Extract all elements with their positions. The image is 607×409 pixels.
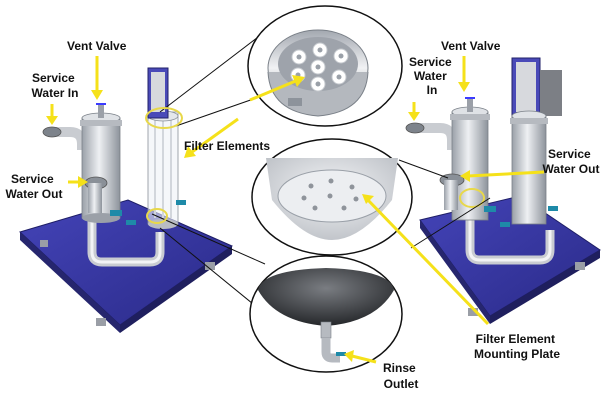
- left-inlet-flange: [42, 126, 62, 138]
- label-rinse-outlet: Rinse Outlet: [383, 361, 419, 391]
- left-filter-housing: [147, 110, 179, 229]
- label-vent-valve-left: Vent Valve: [67, 39, 127, 53]
- right-vessel-2: [511, 115, 547, 225]
- labels: Vent Valve Service Water In Service Wate…: [6, 39, 600, 391]
- left-skid-assembly: [19, 67, 234, 333]
- right-callout-ring: [459, 188, 485, 208]
- zoom-rinse-outlet: [249, 255, 403, 373]
- zoom-mounting-plate: [251, 138, 413, 256]
- zoom-filter-elements: [247, 5, 403, 127]
- label-filter-elements: Filter Elements: [184, 139, 270, 153]
- rinse-bowl: [258, 268, 394, 326]
- label-service-water-out-left: Service Water Out: [6, 172, 63, 201]
- label-filter-element-mounting-plate: Filter Element Mounting Plate: [474, 332, 560, 361]
- right-skid-assembly: [405, 57, 601, 324]
- label-service-water-in-right: Service Water In: [409, 55, 455, 97]
- left-callout-ring-bottom: [146, 208, 168, 224]
- label-service-water-in-left: Service Water In: [32, 71, 79, 100]
- right-gray-box: [540, 70, 562, 116]
- label-service-water-out-right: Service Water Out: [543, 147, 600, 176]
- yellow-arrows: [46, 56, 545, 364]
- right-inlet-flange: [405, 122, 425, 134]
- left-callout-ring-top: [145, 107, 183, 129]
- left-skid-base-edge: [20, 232, 120, 333]
- label-vent-valve-right: Vent Valve: [441, 39, 501, 53]
